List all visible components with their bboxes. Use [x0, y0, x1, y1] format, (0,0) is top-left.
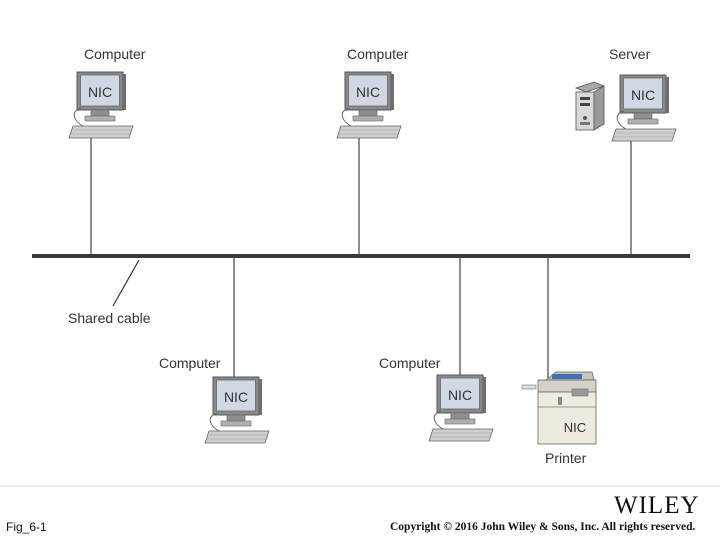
computer-label-bottom-left: Computer [159, 355, 221, 371]
shared-cable-pointer [112, 259, 140, 307]
computer-icon-bottom-left [204, 376, 270, 444]
copyright-text: Copyright © 2016 John Wiley & Sons, Inc.… [390, 521, 696, 533]
figure-id: Fig_6-1 [6, 520, 47, 534]
computer-icon-top-middle [336, 71, 402, 139]
computer-label-top-left: Computer [84, 46, 146, 62]
server-workstation-icon [611, 74, 677, 142]
printer-label: Printer [545, 450, 587, 466]
server-tower-icon [574, 81, 606, 131]
server-label: Server [609, 46, 651, 62]
wiley-logo: WILEY [614, 492, 700, 519]
printer-icon: NIC [521, 371, 597, 445]
shared-cable-label: Shared cable [68, 310, 151, 326]
computer-icon-bottom-right [428, 374, 494, 442]
printer-nic-label: NIC [564, 420, 586, 435]
computer-label-top-middle: Computer [347, 46, 409, 62]
computer-icon-top-left [68, 71, 134, 139]
computer-label-bottom-right: Computer [379, 355, 441, 371]
